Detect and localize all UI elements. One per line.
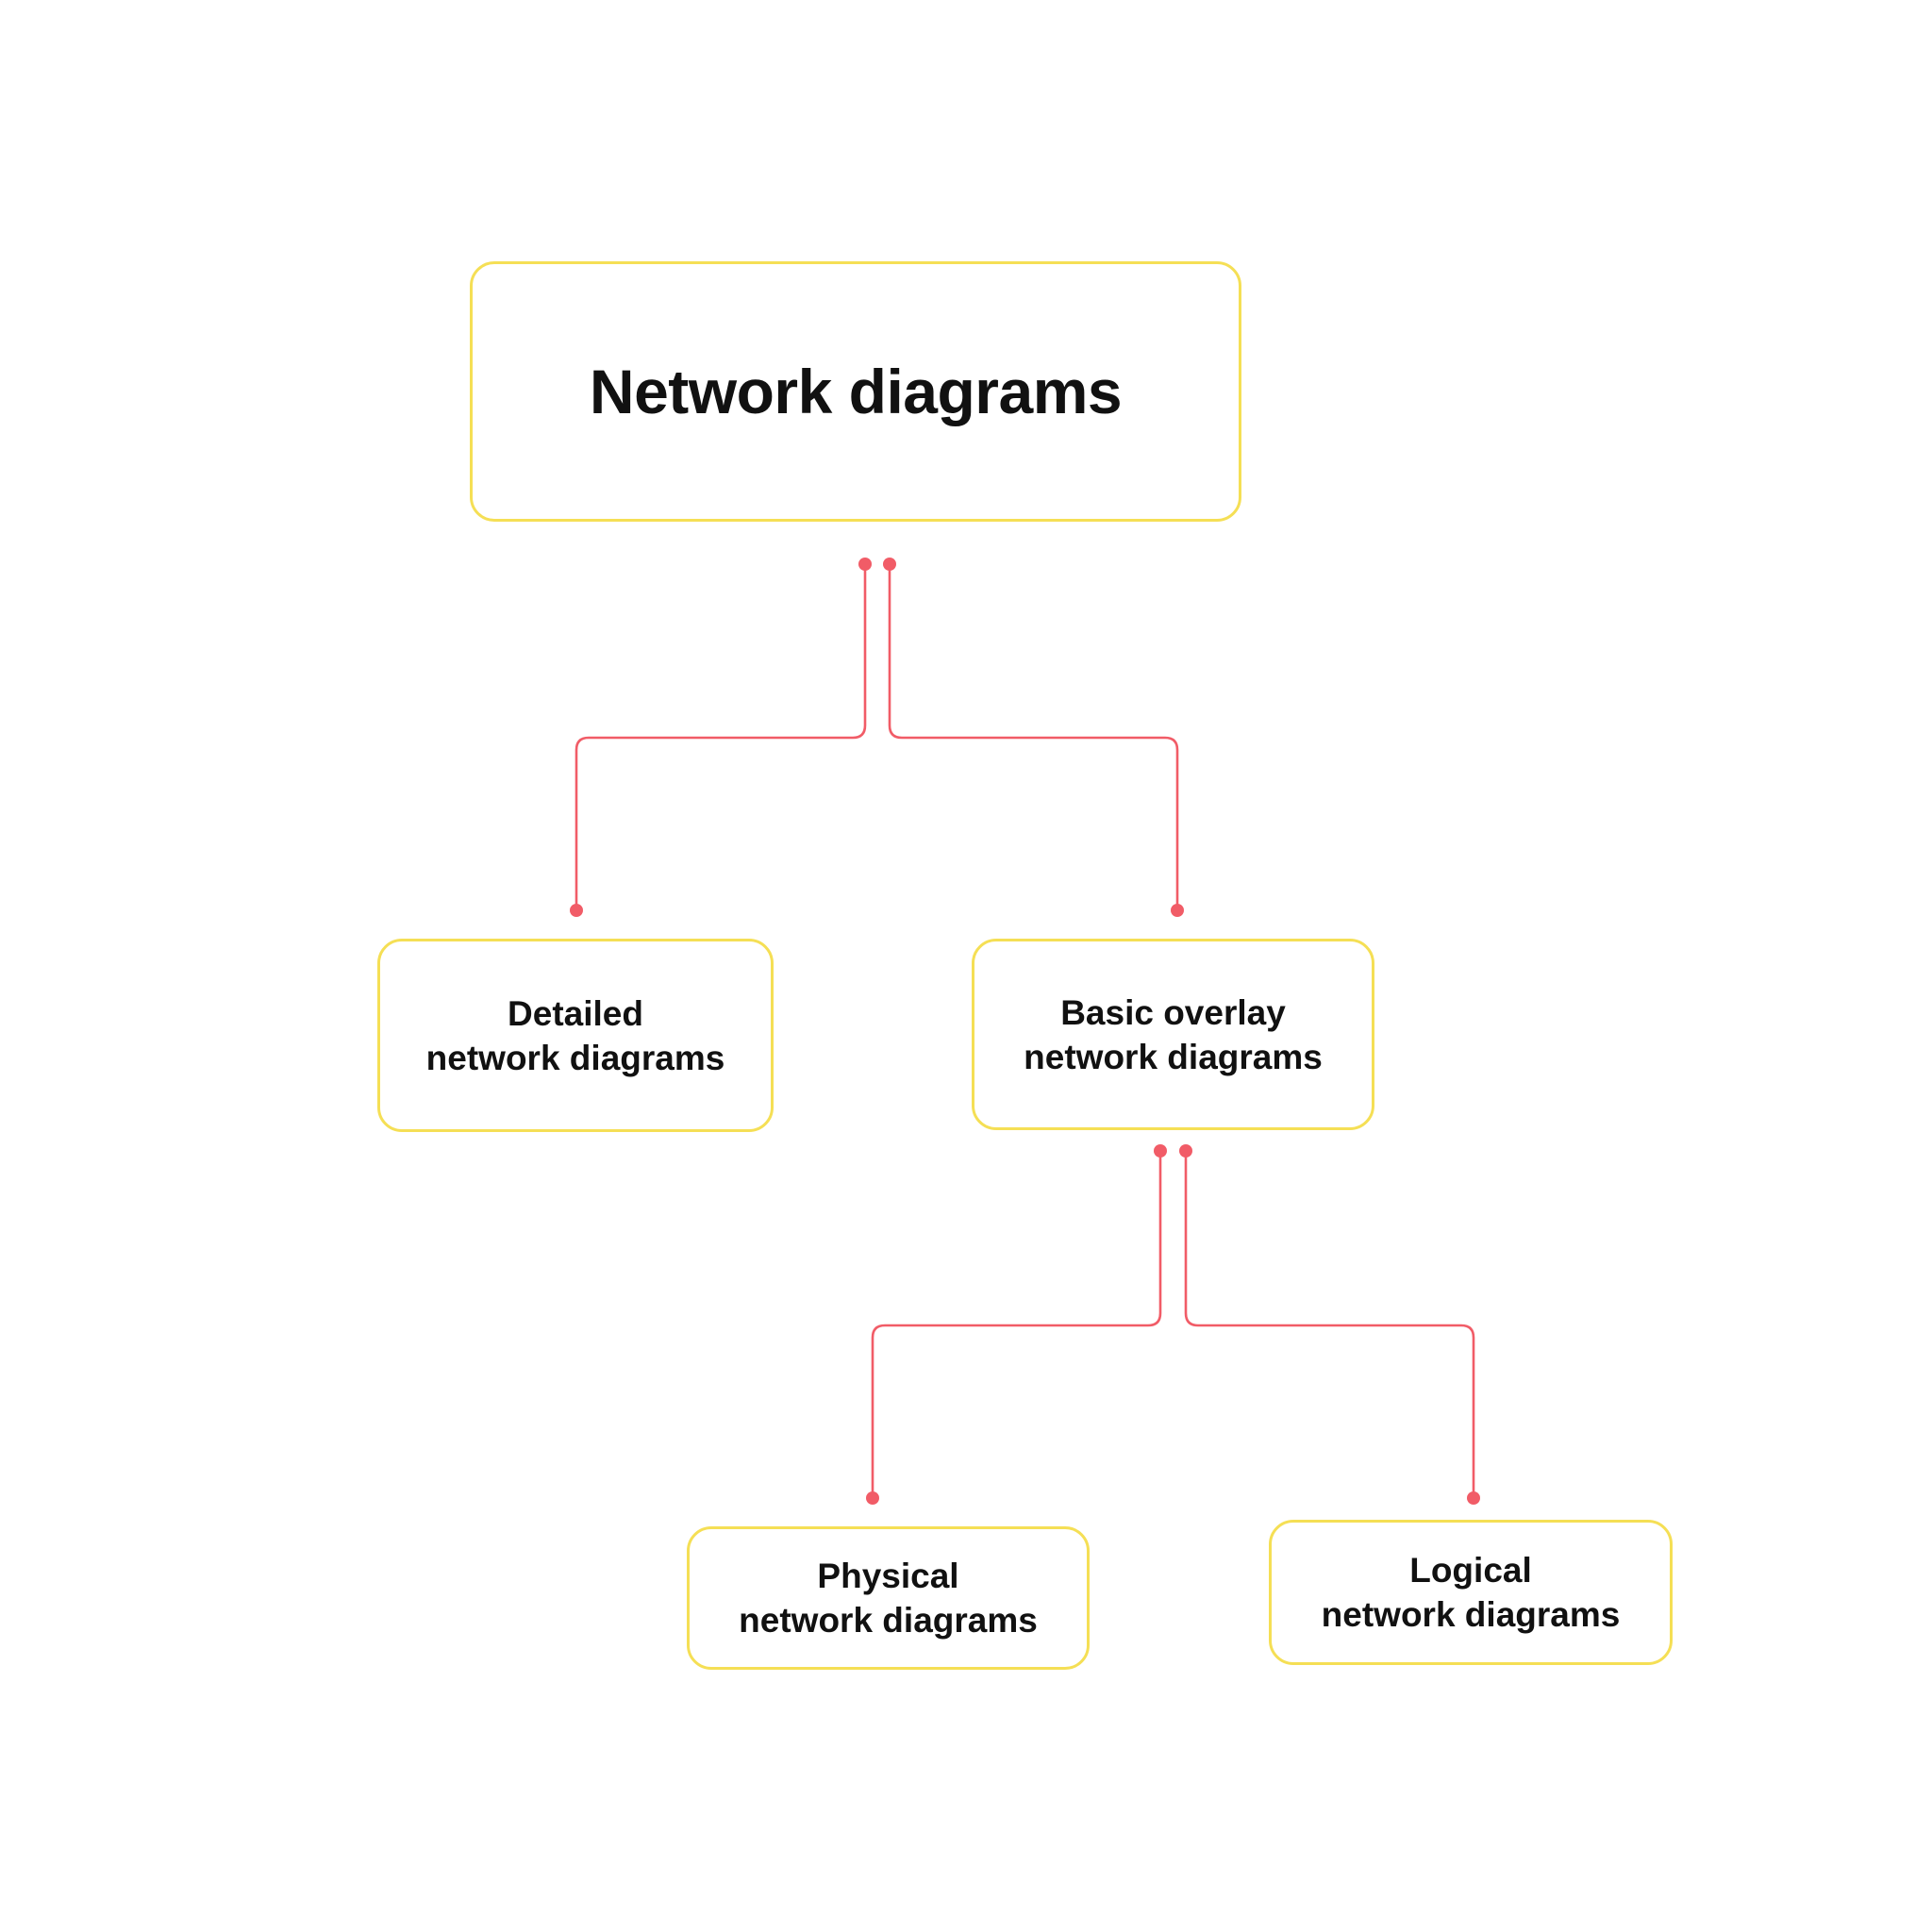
node-label: Network diagrams [589,357,1123,426]
connector-end-dot [570,904,583,917]
connector-start-dot [1179,1144,1192,1158]
node-physical-network-diagrams[interactable]: Physical network diagrams [687,1526,1090,1670]
connector-line[interactable] [575,564,867,910]
connector-line[interactable] [871,1151,1162,1498]
node-network-diagrams[interactable]: Network diagrams [470,261,1241,522]
node-label: Detailed network diagrams [425,993,725,1077]
connector-basic-overlay-to-logical[interactable] [1179,1144,1480,1505]
connector-basic-overlay-to-physical[interactable] [866,1144,1167,1505]
connector-end-dot [866,1491,879,1505]
connector-start-dot [858,558,872,571]
connector-start-dot [883,558,896,571]
connector-line[interactable] [888,564,1179,910]
node-label: Physical network diagrams [739,1557,1038,1640]
connector-line[interactable] [1184,1151,1475,1498]
node-label: Logical network diagrams [1321,1551,1621,1634]
connector-start-dot [1154,1144,1167,1158]
connector-end-dot [1467,1491,1480,1505]
connector-end-dot [1171,904,1184,917]
node-logical-network-diagrams[interactable]: Logical network diagrams [1269,1520,1673,1665]
node-label: Basic overlay network diagrams [1024,992,1323,1076]
node-detailed-network-diagrams[interactable]: Detailed network diagrams [377,939,774,1132]
connector-root-to-basic-overlay[interactable] [883,558,1184,917]
node-basic-overlay-network-diagrams[interactable]: Basic overlay network diagrams [972,939,1374,1130]
connector-root-to-detailed[interactable] [570,558,872,917]
